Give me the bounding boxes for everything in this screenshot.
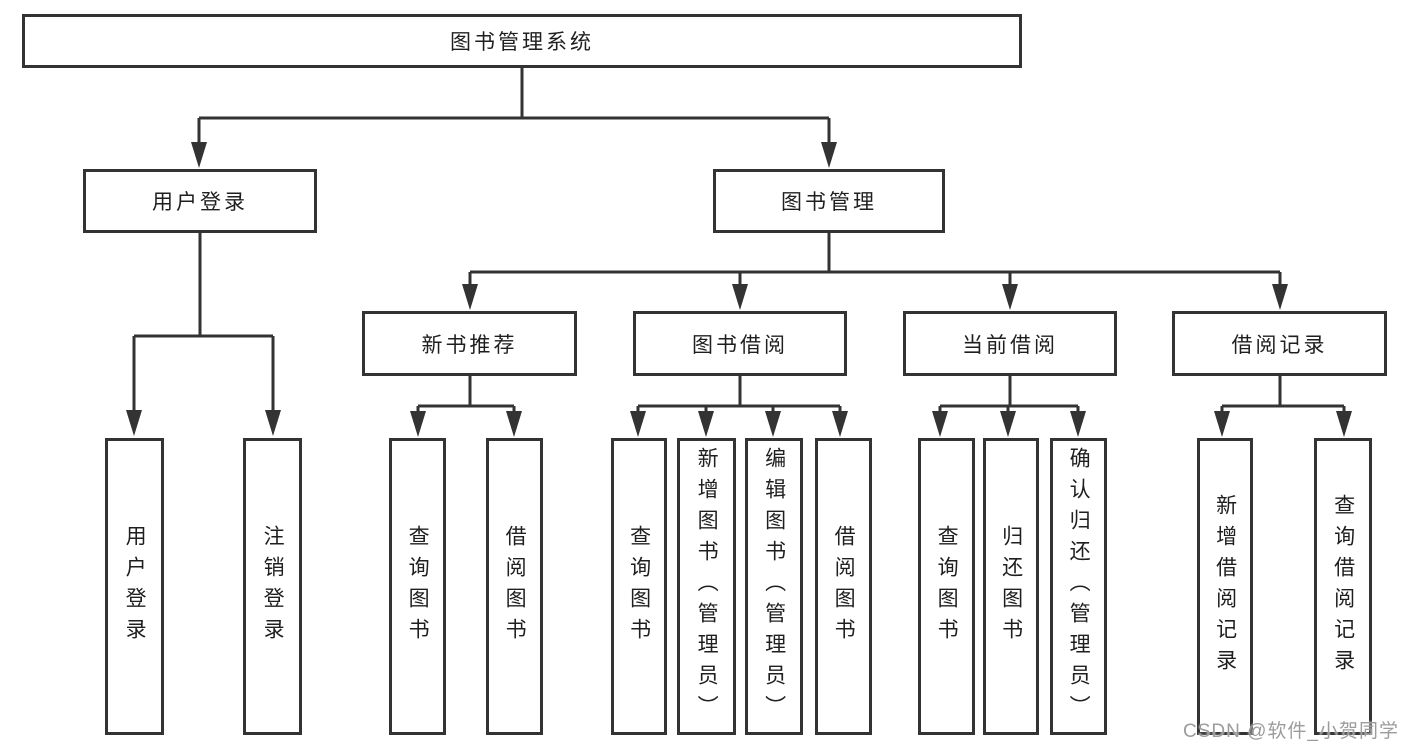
leaf-borrow-books-recommend-label: 借阅图书 [503,524,527,649]
node-root: 图书管理系统 [22,14,1022,68]
leaf-confirm-return-admin-label: 确认归还（管理员） [1067,447,1091,726]
leaf-borrow-books-recommend: 借阅图书 [486,438,543,735]
node-borrow-record-label: 借阅记录 [1231,333,1328,357]
node-book-management-label: 图书管理 [781,191,877,214]
node-book-borrow-label: 图书借阅 [692,333,788,357]
node-current-borrow-label: 当前借阅 [962,333,1058,357]
csdn-watermark: CSDN @软件_小贺同学 [1183,721,1399,742]
arrow-icon [191,142,207,168]
leaf-add-borrow-record-label: 新增借阅记录 [1213,493,1237,680]
connector-root [197,68,831,150]
node-new-book-recommend: 新书推荐 [362,311,577,376]
leaf-add-books-admin: 新增图书（管理员） [677,438,736,735]
leaf-add-books-admin-label: 新增图书（管理员） [695,447,719,726]
arrow-icon [1272,284,1288,310]
connector-book-management [468,233,1282,292]
connector-book-borrow [636,376,842,420]
leaf-user-login: 用户登录 [105,438,164,735]
arrow-icon [630,411,646,437]
leaf-edit-books-admin: 编辑图书（管理员） [745,438,803,735]
node-user-login: 用户登录 [83,169,317,233]
leaf-query-books-current: 查询图书 [918,438,975,735]
arrow-icon [1000,411,1016,437]
arrow-icon [765,411,781,437]
leaf-user-login-label: 用户登录 [123,524,147,649]
leaf-query-borrow-record-label: 查询借阅记录 [1331,493,1355,680]
node-book-management: 图书管理 [713,169,945,233]
node-borrow-record: 借阅记录 [1172,311,1387,376]
arrow-icon [732,284,748,310]
arrow-icon [698,411,714,437]
leaf-query-books-current-label: 查询图书 [935,524,959,649]
connector-user-login [132,233,275,418]
leaf-borrow-books: 借阅图书 [815,438,872,735]
leaf-logout-label: 注销登录 [261,524,285,649]
arrow-icon [1336,411,1352,437]
leaf-query-books-borrow-label: 查询图书 [627,524,651,649]
leaf-confirm-return-admin: 确认归还（管理员） [1050,438,1107,735]
leaf-query-borrow-record: 查询借阅记录 [1314,438,1372,735]
arrow-icon [506,411,522,437]
leaf-return-books-label: 归还图书 [999,524,1023,649]
arrow-icon [410,411,426,437]
node-current-borrow: 当前借阅 [903,311,1117,376]
arrow-icon [1070,411,1086,437]
leaf-logout: 注销登录 [243,438,302,735]
arrow-icon [932,411,948,437]
arrow-icon [462,284,478,310]
leaf-return-books: 归还图书 [983,438,1039,735]
leaf-query-books-borrow: 查询图书 [611,438,667,735]
arrow-icon [1214,411,1230,437]
leaf-edit-books-admin-label: 编辑图书（管理员） [762,447,786,726]
arrow-icon [832,411,848,437]
leaf-query-books-recommend: 查询图书 [389,438,446,735]
leaf-borrow-books-label: 借阅图书 [832,524,856,649]
node-new-book-recommend-label: 新书推荐 [421,333,518,357]
arrow-icon [821,142,837,168]
connector-new-book [416,376,516,420]
node-user-login-label: 用户登录 [152,191,248,214]
arrow-icon [126,410,142,436]
node-book-borrow: 图书借阅 [633,311,847,376]
arrow-icon [265,410,281,436]
node-root-label: 图书管理系统 [450,31,594,54]
connector-borrow-record [1220,376,1346,420]
leaf-query-books-recommend-label: 查询图书 [406,524,430,649]
arrow-icon [1002,284,1018,310]
leaf-add-borrow-record: 新增借阅记录 [1197,438,1253,735]
